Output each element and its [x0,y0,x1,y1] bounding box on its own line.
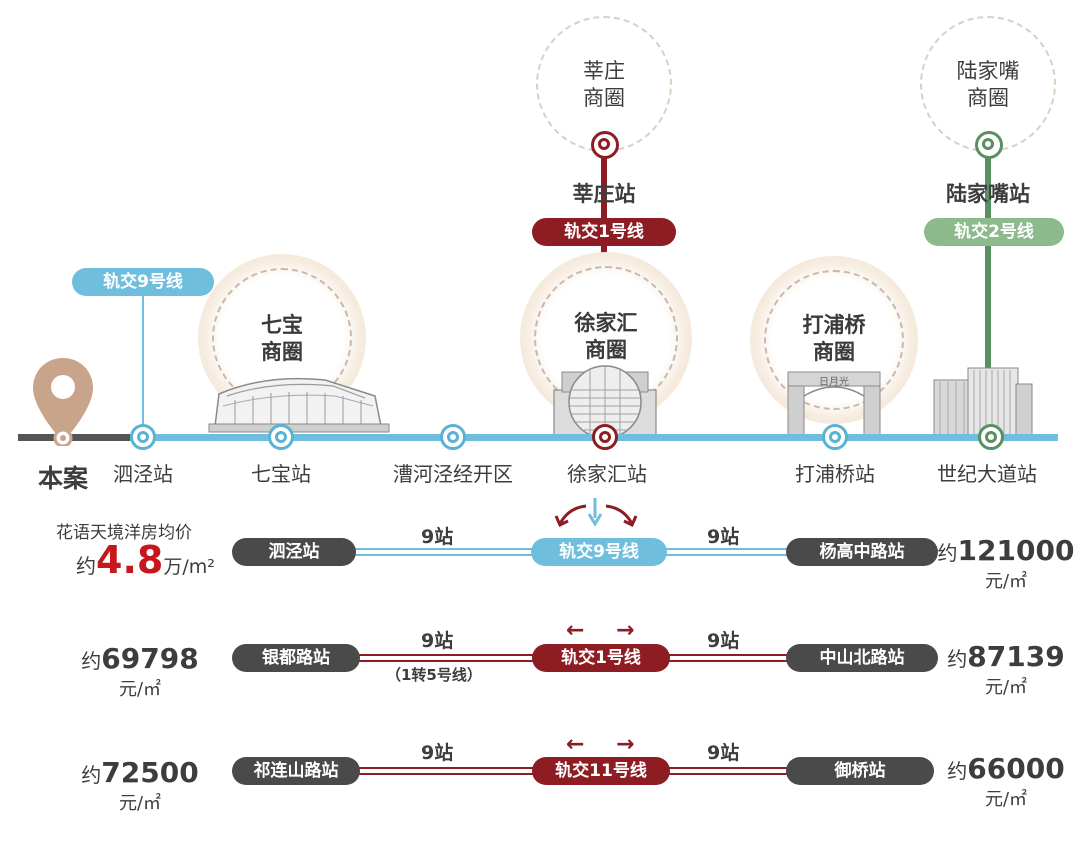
project-price-title: 花语天境洋房均价 [56,523,192,543]
row1-right-price-prefix: 约 [937,541,958,565]
xinzhuang-station: 莘庄站 [572,182,636,206]
row1-right-station: 杨高中路站 [786,538,938,566]
row2-right-price-prefix: 约 [947,647,968,671]
dapuqiao-building [787,371,881,439]
row3-left-price-value: 72500 [101,756,199,789]
xujiahui-hub-label: 徐家汇 商圈 [574,311,638,362]
row2-right-station: 中山北路站 [786,644,938,672]
century-avenue-station-label: 世纪大道站 [937,462,1037,486]
dapuqiao-building-sign: 日月光 [819,377,849,388]
row3-left-price: 约72500 元/㎡ [70,756,210,815]
row1-right-steps: 9站 [707,526,740,548]
left-arrow-icon [554,504,587,528]
xinzhuang-hub-label: 莘庄 商圈 [583,59,625,110]
row2-left-price-value: 69798 [101,642,199,675]
sijing-station-label: 泗泾站 [113,462,173,486]
row1-right-price-value: 121000 [957,534,1075,567]
dapuqiao-hub-circle [750,256,918,424]
row2-left-price-prefix: 约 [81,649,102,673]
lujiazui-hub-label: 陆家嘴 商圈 [956,59,1020,110]
row2-right-price-value: 87139 [967,640,1065,673]
dapuqiao-node-icon [822,424,848,450]
qibao-station-label: 七宝站 [251,462,311,486]
row3-right-station: 御桥站 [786,757,934,785]
xinzhuang-node-icon [591,131,619,159]
dapuqiao-station-label: 打浦桥站 [795,462,875,486]
row2-right-price: 约87139 元/㎡ [936,640,1076,699]
xujiahui-station-label: 徐家汇站 [567,462,647,486]
row2-transfer-note: （1转5号线） [386,666,482,684]
caohejing-station-label: 漕河泾经开区 [393,462,513,486]
project-price: 约4.8万/m² [76,538,215,582]
sijing-node-icon [130,424,156,450]
row2-line-tag: 轨交1号线 [532,644,670,672]
project-price-value: 4.8 [96,538,164,582]
row3-left-steps: 9站 [421,742,454,764]
row1-left-station: 泗泾站 [232,538,356,566]
qibao-hub-label: 七宝 商圈 [261,313,303,364]
line9-tag: 轨交9号线 [72,268,214,296]
line1-vertical [601,150,607,280]
row2-right-steps: 9站 [707,630,740,652]
row2-left-station: 银都路站 [232,644,360,672]
row3-right-price-prefix: 约 [947,759,968,783]
row2-left-price-unit: 元/㎡ [118,679,162,700]
row2-left-steps: 9站 [421,630,454,652]
row2-right-price-unit: 元/㎡ [984,677,1028,698]
row3-right-steps: 9站 [707,742,740,764]
right-arrow-icon: → [616,618,635,643]
left-arrow-icon: ← [566,732,585,757]
qibao-mall-building [208,377,390,433]
row3-right-price-unit: 元/㎡ [984,789,1028,810]
row1-right-price: 约121000 元/㎡ [936,534,1076,593]
row2-left-price: 约69798 元/㎡ [70,642,210,701]
project-price-prefix: 约 [76,554,96,578]
row3-left-price-prefix: 约 [81,763,102,787]
line2-tag: 轨交2号线 [924,218,1064,246]
project-label: 本案 [37,464,88,493]
qibao-node-icon [268,424,294,450]
row3-right-price-value: 66000 [967,752,1065,785]
row3-left-station: 祁连山路站 [232,757,360,785]
left-arrow-icon: ← [566,618,585,643]
row1-left-steps: 9站 [421,526,454,548]
row3-left-price-unit: 元/㎡ [118,793,162,814]
line1-tag: 轨交1号线 [532,218,676,246]
right-arrow-icon [605,504,638,528]
century-avenue-node-icon [978,424,1004,450]
project-price-unit: 万/m² [163,556,215,578]
line2-vertical [985,150,991,440]
lujiazui-station: 陆家嘴站 [946,182,1030,206]
down-arrow-icon [588,498,602,526]
row3-right-price: 约66000 元/㎡ [936,752,1076,811]
right-arrow-icon: → [616,732,635,757]
row3-line-tag: 轨交11号线 [532,757,670,785]
location-pin-icon [33,358,93,446]
xujiahui-node-icon [592,424,618,450]
line9-connector [142,296,144,428]
lujiazui-node-icon [975,131,1003,159]
row1-right-price-unit: 元/㎡ [984,571,1028,592]
row1-line-tag: 轨交9号线 [531,538,667,566]
caohejing-node-icon [440,424,466,450]
project-line-segment [18,434,140,441]
dapuqiao-hub-label: 打浦桥 商圈 [802,313,866,364]
